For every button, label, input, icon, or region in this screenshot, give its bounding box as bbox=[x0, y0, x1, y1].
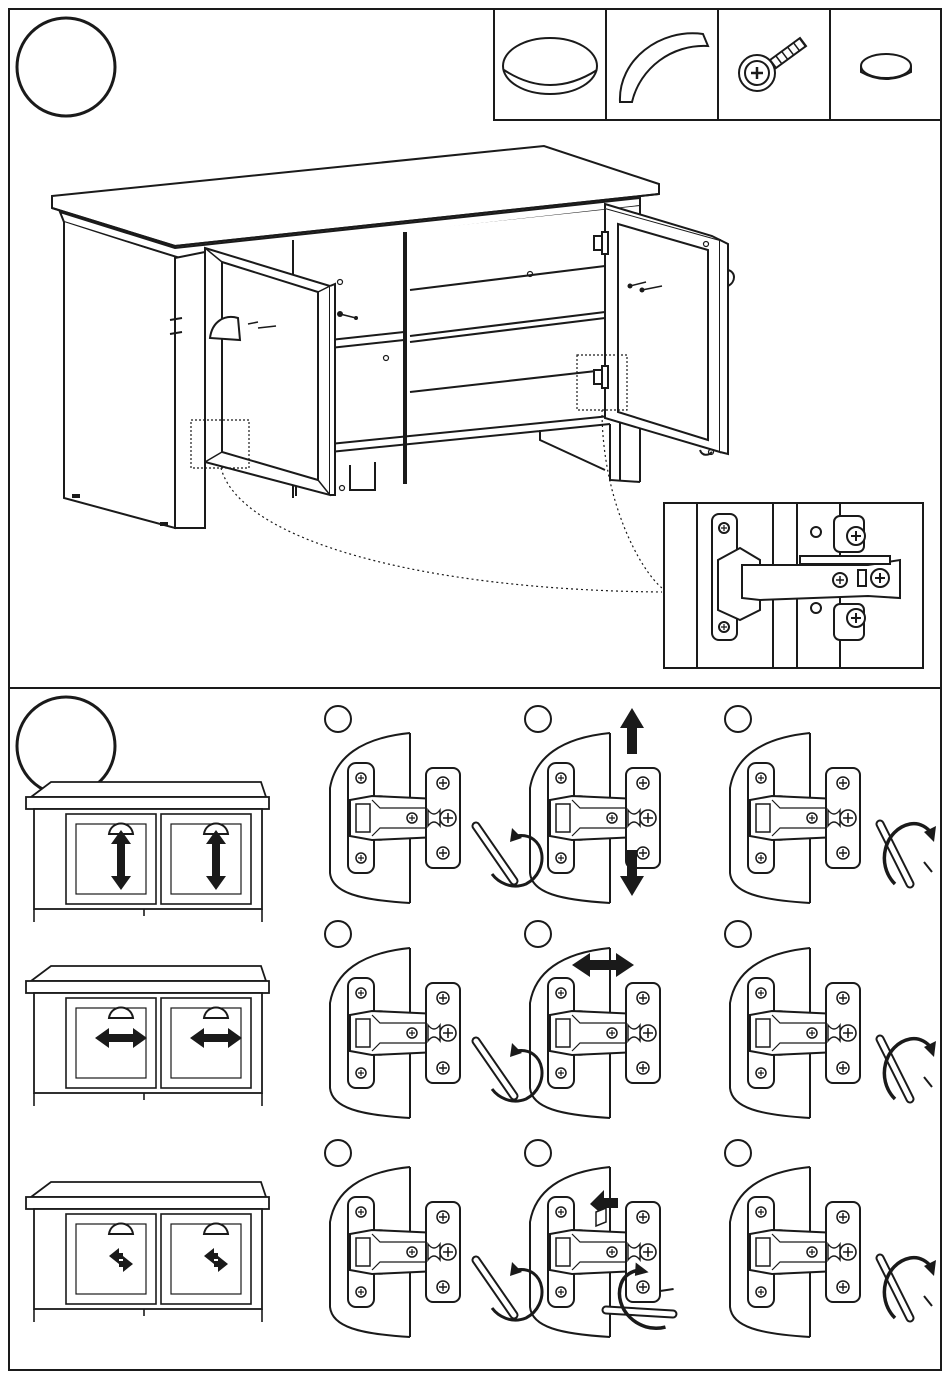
hinge-frame-3 bbox=[725, 1140, 936, 1337]
frame-number-circle bbox=[325, 706, 351, 732]
screwdriver-cw-icon bbox=[880, 824, 936, 884]
hinge-frame-1 bbox=[325, 921, 542, 1118]
drawing-layer bbox=[9, 9, 941, 1370]
cabinet-foot bbox=[350, 462, 375, 490]
step-badge-2 bbox=[17, 697, 115, 795]
hinge-symbol-icon bbox=[330, 1167, 460, 1337]
frame-number-circle bbox=[525, 921, 551, 947]
hinge-symbol-icon bbox=[730, 948, 860, 1118]
screwdriver-cw-icon bbox=[880, 1039, 936, 1099]
hinge-frame-3 bbox=[725, 921, 936, 1118]
right-door-hinge bbox=[594, 366, 608, 388]
frame-number-circle bbox=[725, 1140, 751, 1166]
felt-pad-icon bbox=[861, 54, 911, 79]
tv-cabinet-open-doors bbox=[52, 146, 734, 528]
hinge-frame-3 bbox=[725, 706, 936, 903]
double-arrow-depth-icon bbox=[590, 1190, 618, 1226]
frame-number-circle bbox=[525, 706, 551, 732]
frame-number-circle bbox=[325, 921, 351, 947]
cabinet-front-post bbox=[175, 252, 205, 528]
mini-cabinet bbox=[26, 782, 269, 922]
right-door-open bbox=[594, 204, 734, 455]
screwdriver-ccw-icon bbox=[476, 826, 542, 886]
adjustment-row-horizontal bbox=[26, 921, 936, 1118]
frame-number-circle bbox=[725, 921, 751, 947]
screw-hole bbox=[340, 486, 345, 491]
hardware-parts-box bbox=[494, 9, 941, 120]
screw-hole bbox=[338, 280, 343, 285]
hinge-symbol-icon bbox=[330, 948, 460, 1118]
left-door-open bbox=[205, 248, 335, 495]
hinge-symbol-icon bbox=[730, 1167, 860, 1337]
frame-number-circle bbox=[525, 1140, 551, 1166]
double-arrow-horizontal-icon bbox=[572, 953, 634, 977]
step-badge-circle bbox=[17, 18, 115, 116]
callout-leader-left bbox=[221, 468, 662, 592]
hinge-frame-1 bbox=[325, 1140, 542, 1337]
hinge-frame-2 bbox=[525, 921, 660, 1118]
frame-number-circle bbox=[725, 706, 751, 732]
hinge-frame-1 bbox=[325, 706, 542, 903]
hinge-symbol-icon bbox=[330, 733, 460, 903]
cabinet-bottom bbox=[330, 416, 610, 470]
screw-hole bbox=[384, 356, 389, 361]
left-door-panel bbox=[205, 248, 330, 495]
hinge-detail-inset bbox=[664, 503, 923, 668]
hinge-frame-2 bbox=[525, 706, 660, 903]
hinge-symbol-icon bbox=[530, 948, 660, 1118]
screwdriver-cw-icon bbox=[880, 1258, 936, 1318]
frame-number-circle bbox=[325, 1140, 351, 1166]
adjustment-row-depth bbox=[26, 1140, 936, 1340]
right-door-panel bbox=[605, 208, 720, 452]
hinge-symbol-icon bbox=[730, 733, 860, 903]
cabinet-shelves bbox=[330, 266, 605, 392]
round-cover-cap-icon bbox=[503, 38, 597, 94]
step-badge-1 bbox=[17, 18, 115, 116]
mini-cabinet bbox=[26, 1182, 269, 1322]
step-badge-circle bbox=[17, 697, 115, 795]
screwdriver-ccw-icon bbox=[476, 1041, 542, 1101]
right-door-hinge bbox=[594, 232, 608, 254]
adjustment-row-vertical bbox=[26, 706, 936, 922]
hinge-frame-2 bbox=[525, 1140, 686, 1340]
screwdriver-ccw-icon bbox=[476, 1260, 542, 1320]
cabinet-left-side bbox=[64, 222, 175, 528]
